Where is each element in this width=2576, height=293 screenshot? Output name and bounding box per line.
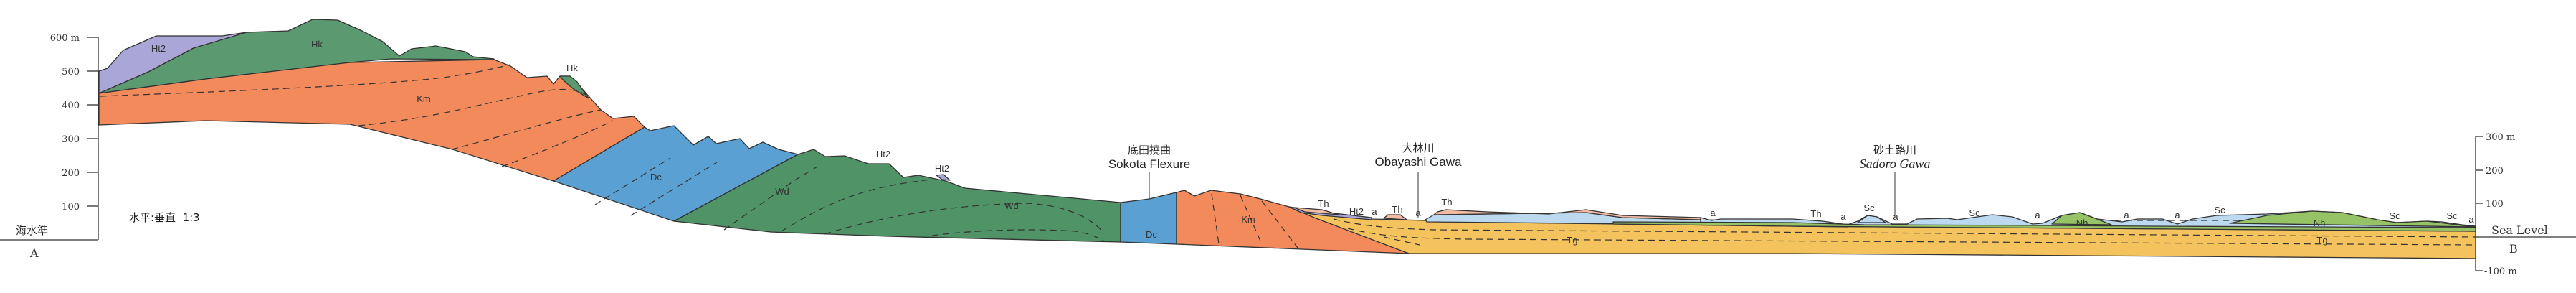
sea-level-label-jp: 海水準 xyxy=(16,224,48,237)
endpoint-a-label: A xyxy=(29,246,39,260)
obayashi-gawa-label-jp: 大林川 xyxy=(1402,141,1434,154)
formation-label: Th xyxy=(1441,197,1452,208)
formation-label: Dc xyxy=(1146,229,1157,240)
formation-label: a xyxy=(2468,214,2474,225)
unit-wd xyxy=(673,149,1121,243)
formation-label: Ht2 xyxy=(1349,206,1364,217)
formation-label: a xyxy=(1840,211,1846,222)
formation-label: a xyxy=(1710,208,1716,218)
bedding-lines xyxy=(100,64,2476,248)
formation-label: a xyxy=(1415,208,1421,218)
unit-nh-band xyxy=(1612,221,2476,232)
tick-label: 200 xyxy=(62,168,80,179)
formation-label: Sc xyxy=(1969,208,1980,218)
formation-label: Tg xyxy=(1567,235,1577,246)
formation-labels: Ht2 Hk Km Hk Dc Wd Ht2 Ht2 Wd Dc Km Th H… xyxy=(151,39,2475,246)
formation-label: Wd xyxy=(775,186,789,197)
unit-nh-hill-1 xyxy=(2051,212,2112,225)
formation-label: Hk xyxy=(566,62,578,73)
formation-label: a xyxy=(1893,211,1898,222)
sokota-flexure-label: Sokota Flexure xyxy=(1108,157,1190,171)
formation-label: Wd xyxy=(1004,200,1019,211)
unit-sc-knoll xyxy=(1857,215,1886,223)
formation-label: Ht2 xyxy=(935,163,949,174)
sadoro-gawa-label-jp: 砂土路川 xyxy=(1873,144,1916,157)
formation-label: Hk xyxy=(311,39,323,50)
formation-label: Sc xyxy=(2214,205,2225,215)
formation-label: Th xyxy=(1392,204,1402,215)
formation-label: Sc xyxy=(2389,210,2400,221)
formation-label: Sc xyxy=(1863,203,1875,213)
unit-th-1 xyxy=(1293,207,1339,215)
left-elevation-axis: 600 m 500 400 300 200 100 海水準 A 水平:垂直 1:… xyxy=(0,33,200,260)
endpoint-b-label: B xyxy=(2509,242,2518,256)
tick-label: 100 xyxy=(62,202,80,213)
formation-label: Th xyxy=(1810,208,1821,219)
tick-label: 600 m xyxy=(50,33,80,44)
unit-km-east xyxy=(1176,190,1410,254)
formation-label: Th xyxy=(1318,198,1329,209)
formation-label: Nh xyxy=(2314,218,2326,228)
unit-th-3 xyxy=(1433,209,1701,220)
formation-label: a xyxy=(1372,206,1377,217)
formation-label: Km xyxy=(417,93,431,104)
formation-label: Km xyxy=(1241,214,1255,225)
unit-th-2 xyxy=(1383,214,1407,220)
tick-label: 200 xyxy=(2486,166,2504,177)
tick-label: 300 xyxy=(62,134,80,145)
sea-level-label: Sea Level xyxy=(2491,223,2548,237)
scale-note: 水平:垂直 1:3 xyxy=(129,211,200,224)
tick-label: 300 m xyxy=(2486,132,2515,143)
formation-label: Dc xyxy=(650,172,662,182)
formation-label: a xyxy=(2035,210,2040,220)
obayashi-gawa-label: Obayashi Gawa xyxy=(1375,155,1462,169)
right-elevation-axis: 300 m 200 100 -100 m Sea Level B xyxy=(2475,132,2576,277)
tick-label: 100 xyxy=(2486,199,2504,210)
tick-label: 500 xyxy=(62,67,80,78)
unit-ht2-small xyxy=(936,174,951,181)
formation-label: Tg xyxy=(2316,235,2327,246)
tick-label: 400 xyxy=(62,101,80,111)
formation-label: Nh xyxy=(2076,218,2088,228)
unit-hk xyxy=(98,19,495,94)
formation-label: Ht2 xyxy=(876,149,890,159)
tick-label: -100 m xyxy=(2484,266,2517,277)
sadoro-gawa-label: Sadoro Gawa xyxy=(1860,157,1931,171)
formation-label: Sc xyxy=(2446,210,2458,221)
formation-label: a xyxy=(2124,210,2129,220)
unit-nh-hill-2 xyxy=(2229,210,2476,228)
unit-km-west xyxy=(98,59,645,182)
formation-label: Ht2 xyxy=(151,43,166,54)
sokota-flexure-label-jp: 底田撓曲 xyxy=(1128,144,1171,157)
formation-label: a xyxy=(2175,210,2180,220)
geologic-units xyxy=(98,19,2476,259)
